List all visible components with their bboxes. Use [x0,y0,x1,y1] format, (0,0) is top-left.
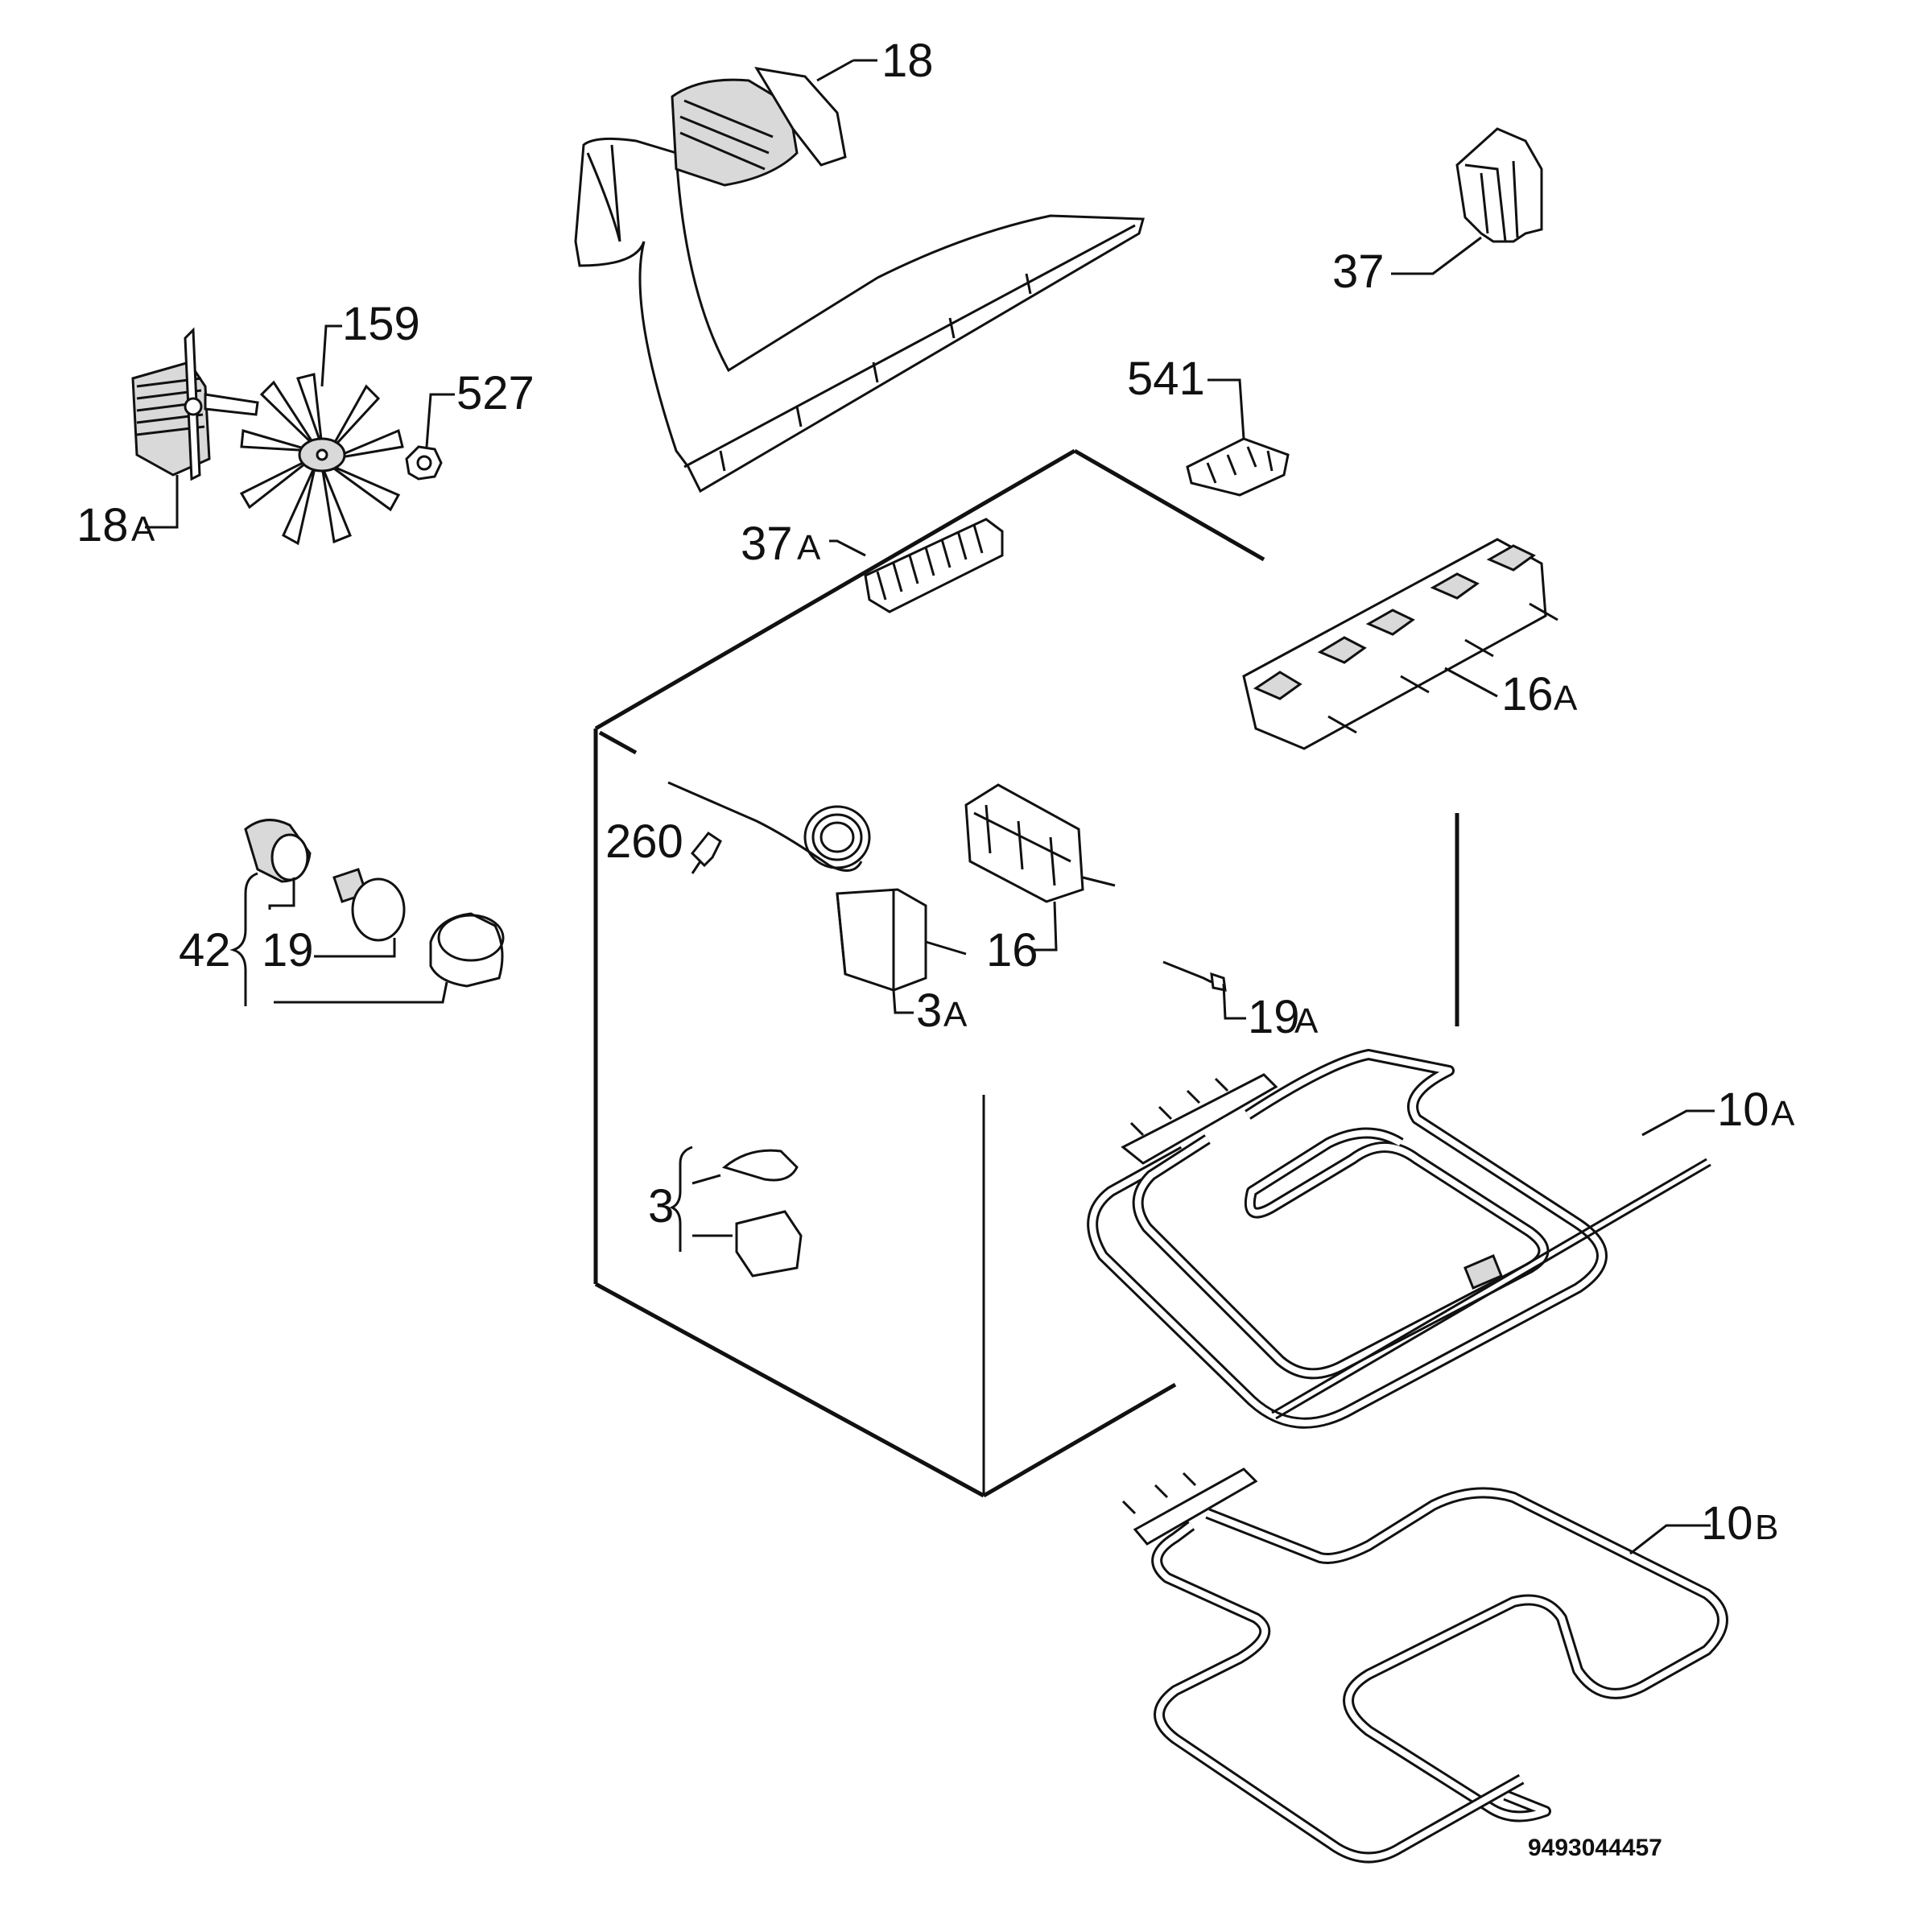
label-16a-number: 16 [1501,668,1554,720]
part-16-selector-switch [964,783,1116,952]
label-18a-suffix: A [131,510,155,549]
label-16: 16 [986,924,1038,976]
label-10a-suffix: A [1771,1094,1795,1133]
document-number: 9493044457 [1528,1835,1662,1861]
label-159: 159 [342,298,420,350]
part-42-lamp-assembly [229,819,505,1006]
part-3-holder [669,1146,803,1278]
label-527: 527 [456,367,535,419]
part-19a-sensor [1162,960,1246,1020]
label-18: 18 [881,35,934,87]
label-37: 37 [1332,246,1385,298]
part-16a-switch-bank [1242,538,1558,750]
part-260-clip [690,831,722,874]
part-18a-fan-motor [131,327,259,529]
label-3: 3 [648,1180,674,1232]
part-541-terminal [1186,378,1290,497]
label-10b-suffix: B [1755,1508,1778,1547]
part-159-fan-blade [239,324,404,546]
label-260: 260 [605,815,683,868]
label-19: 19 [262,924,314,976]
part-3a-thermostat [667,781,967,1014]
label-42: 42 [179,924,231,976]
label-10a-number: 10 [1717,1084,1769,1136]
label-37a-suffix: A [797,528,821,568]
label-19a-suffix: A [1294,1001,1319,1041]
label-10b-number: 10 [1701,1497,1753,1550]
label-16a-suffix: A [1554,679,1578,718]
part-37a-terminal-strip [829,518,1004,613]
part-527-nut [405,393,455,481]
part-37-thermal-cutout [1391,127,1543,275]
part-10a-grill-element [1087,1049,1715,1429]
label-19a-number: 19 [1248,991,1300,1043]
part-10b-bottom-element [1121,1468,1728,1864]
label-18a-number: 18 [76,499,129,551]
label-3a-number: 3 [916,985,942,1037]
part-18-air-duct [574,59,1145,493]
label-37a-number: 37 [741,518,793,570]
oven-cavity-outline [593,448,1459,1498]
label-3a-suffix: A [943,995,968,1034]
label-541: 541 [1127,353,1205,405]
